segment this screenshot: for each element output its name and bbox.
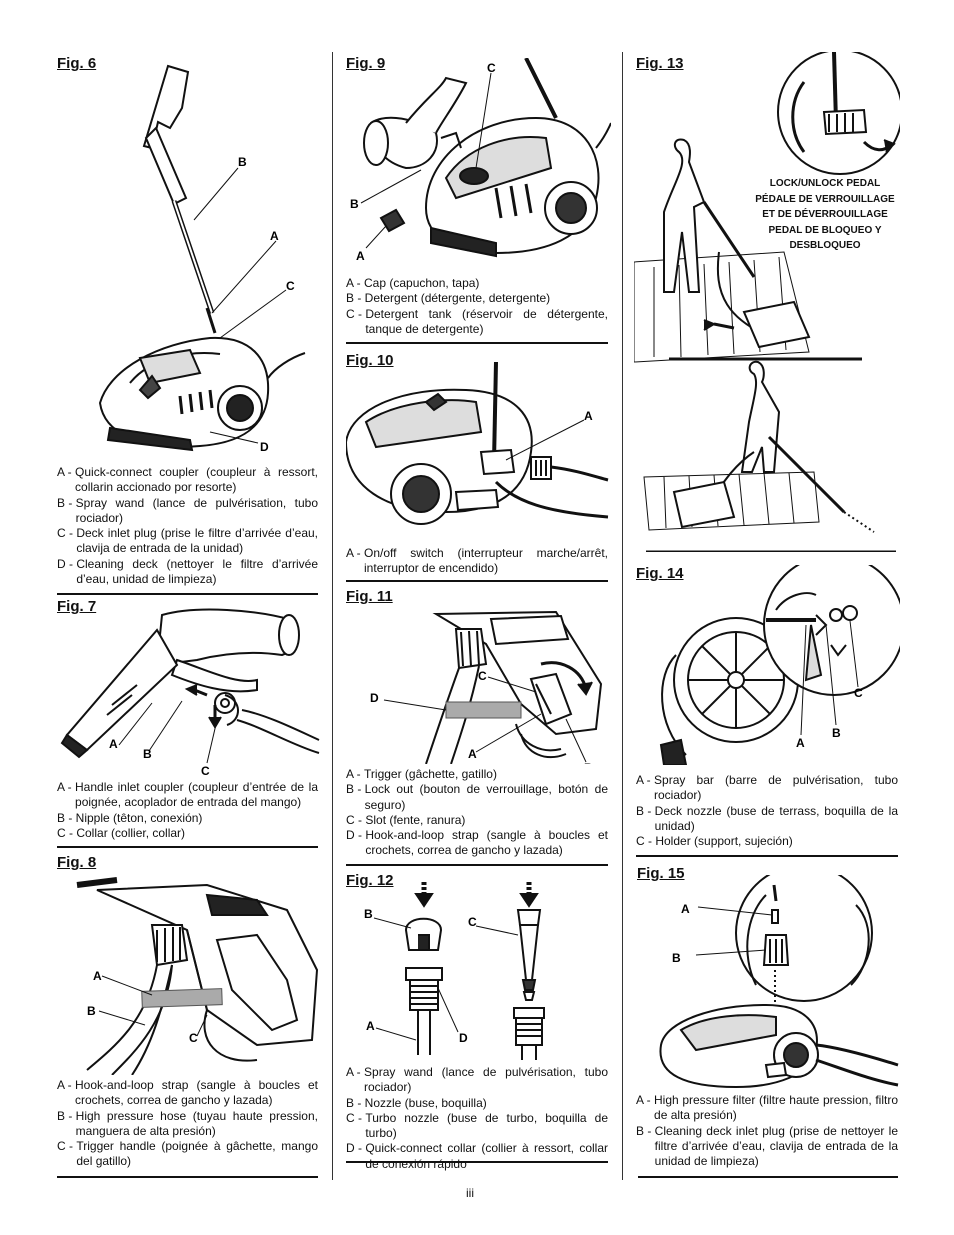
- fig11-title: Fig. 11: [346, 588, 393, 605]
- fig9-legend: A - Cap (capuchon, tapa) B - Detergent (…: [346, 276, 608, 337]
- fig11-legend-d: D - Hook-and-loop strap (sangle à boucle…: [346, 828, 608, 858]
- fig7-bottom-rule: [57, 846, 318, 848]
- fig14-callout-c: C: [854, 686, 863, 700]
- fig6-legend: A - Quick-connect coupler (coupleur à re…: [57, 465, 318, 587]
- column-divider-right: [622, 52, 623, 1180]
- page-number: iii: [466, 1186, 474, 1200]
- fig10-legend: A - On/off switch (interrupteur marche/a…: [346, 546, 608, 577]
- fig7-legend-c: C - Collar (collier, collar): [57, 825, 186, 840]
- fig12-legend-b: B - Nozzle (buse, boquilla): [346, 1095, 487, 1110]
- fig11-legend-a: A - Trigger (gâchette, gatillo): [346, 767, 497, 781]
- fig15-legend-a: A - High pressure filter (filtre haute p…: [636, 1093, 898, 1123]
- fig12-bottom-rule: [346, 1161, 608, 1163]
- fig7-legend-b: B - Nipple (têton, conexión): [57, 810, 203, 825]
- fig12-title: Fig. 12: [346, 872, 394, 889]
- fig15-callout-b: B: [672, 951, 681, 965]
- fig9-callout-a: A: [356, 249, 365, 263]
- fig8-callout-c: C: [189, 1031, 198, 1045]
- fig15-illustration: A B: [659, 875, 899, 1089]
- fig14-title: Fig. 14: [636, 565, 684, 582]
- fig12-callout-a: A: [366, 1019, 375, 1033]
- fig12-legend-c: C - Turbo nozzle (buse de turbo, boquill…: [346, 1110, 608, 1141]
- fig8-callout-b: B: [87, 1004, 96, 1018]
- fig11-legend: A - Trigger (gâchette, gatillo) B - Lock…: [346, 767, 608, 859]
- fig11-illustration: D C A B: [370, 610, 603, 764]
- fig12-legend-d: D - Quick-connect collar (collier à ress…: [346, 1141, 608, 1171]
- fig15-title: Fig. 15: [637, 865, 685, 882]
- fig10-title: Fig. 10: [346, 352, 394, 369]
- fig7-legend: A - Handle inlet coupler (coupleur d’ent…: [57, 780, 318, 841]
- fig9-legend-b: B - Detergent (détergente, detergente): [346, 291, 551, 306]
- fig12-legend: A - Spray wand (lance de pulvérisation, …: [346, 1065, 608, 1172]
- fig6-bottom-rule: [57, 593, 318, 595]
- fig6-callout-a: A: [270, 229, 279, 243]
- fig11-callout-d: D: [370, 691, 379, 705]
- fig11-legend-b: B - Lock out (bouton de verrouillage, bo…: [346, 782, 608, 812]
- fig9-legend-c: C - Detergent tank (réservoir de déterge…: [346, 306, 608, 336]
- fig7-callout-c: C: [201, 764, 210, 775]
- fig12-callout-b: B: [364, 907, 373, 921]
- fig12-legend-a: A - Spray wand (lance de pulvérisation, …: [346, 1065, 608, 1095]
- fig10-legend-a: A - On/off switch (interrupteur marche/a…: [346, 546, 608, 576]
- fig9-legend-a: A - Cap (capuchon, tapa): [346, 276, 480, 290]
- fig9-callout-c: C: [487, 61, 496, 75]
- fig10-bottom-rule: [346, 580, 608, 582]
- fig8-legend-b: B - High pressure hose (tuyau haute pres…: [57, 1108, 318, 1138]
- fig6-legend-b: B - Spray wand (lance de pulvérisation, …: [57, 495, 318, 525]
- fig8-legend-a: A - Hook-and-loop strap (sangle à boucle…: [57, 1078, 318, 1108]
- fig6-legend-a: A - Quick-connect coupler (coupleur à re…: [57, 465, 318, 495]
- fig7-legend-a: A - Handle inlet coupler (coupleur d’ent…: [57, 780, 318, 810]
- fig6-illustration: B A C D: [98, 64, 306, 454]
- fig14-bottom-rule: [636, 855, 898, 857]
- fig11-bottom-rule: [346, 864, 608, 866]
- fig13-illustration: [634, 52, 900, 552]
- fig8-bottom-rule: [57, 1176, 318, 1178]
- fig12-callout-d: D: [459, 1031, 468, 1045]
- fig11-callout-b: B: [584, 761, 593, 764]
- fig10-callout-a: A: [584, 409, 593, 423]
- fig7-illustration: A B C: [60, 608, 320, 775]
- fig14-legend-a: A - Spray bar (barre de pulvérisation, t…: [636, 773, 898, 803]
- fig6-callout-b: B: [238, 155, 247, 169]
- fig9-bottom-rule: [346, 342, 608, 344]
- fig11-callout-a: A: [468, 747, 477, 761]
- fig8-legend: A - Hook-and-loop strap (sangle à boucle…: [57, 1078, 318, 1170]
- fig12-callout-c: C: [468, 915, 477, 929]
- fig13-title: Fig. 13: [636, 55, 684, 72]
- fig14-illustration: A B C: [659, 565, 900, 765]
- fig15-legend: A - High pressure filter (filtre haute p…: [636, 1093, 898, 1169]
- fig6-callout-c: C: [286, 279, 295, 293]
- fig6-legend-d: D - Cleaning deck (nettoyer le filtre d’…: [57, 556, 318, 587]
- fig14-callout-b: B: [832, 726, 841, 740]
- fig7-title: Fig. 7: [57, 598, 97, 615]
- fig14-legend-b: B - Deck nozzle (buse de terrass, boquil…: [636, 803, 898, 833]
- fig11-callout-c: C: [478, 669, 487, 683]
- fig12-illustration: B C A D: [364, 882, 545, 1060]
- fig8-callout-a: A: [93, 969, 102, 983]
- fig9-title: Fig. 9: [346, 55, 386, 72]
- fig7-callout-a: A: [109, 737, 118, 751]
- fig10-illustration: A: [346, 362, 609, 525]
- fig15-callout-a: A: [681, 902, 690, 916]
- fig11-legend-c: C - Slot (fente, ranura): [346, 812, 466, 827]
- fig8-title: Fig. 8: [57, 854, 97, 871]
- column-divider-left: [332, 52, 333, 1180]
- fig14-legend: A - Spray bar (barre de pulvérisation, t…: [636, 773, 898, 849]
- fig14-legend-c: C - Holder (support, sujeción): [636, 834, 793, 849]
- fig6-title: Fig. 6: [57, 55, 97, 72]
- fig8-illustration: A B C: [76, 877, 319, 1075]
- fig9-illustration: C B A: [350, 58, 611, 263]
- fig13-pedal-label: LOCK/UNLOCK PEDAL PÉDALE DE VERROUILLAGE…: [755, 178, 895, 251]
- fig9-callout-b: B: [350, 197, 359, 211]
- fig8-legend-c: C - Trigger handle (poignée à gâchette, …: [57, 1139, 318, 1169]
- fig7-callout-b: B: [143, 747, 152, 761]
- fig6-legend-c: C - Deck inlet plug (prise le filtre d’a…: [57, 526, 318, 556]
- fig15-legend-b: B - Cleaning deck inlet plug (prise de n…: [636, 1123, 898, 1169]
- fig14-callout-a: A: [796, 736, 805, 750]
- fig15-bottom-rule: [638, 1176, 898, 1178]
- fig6-callout-d: D: [260, 440, 269, 454]
